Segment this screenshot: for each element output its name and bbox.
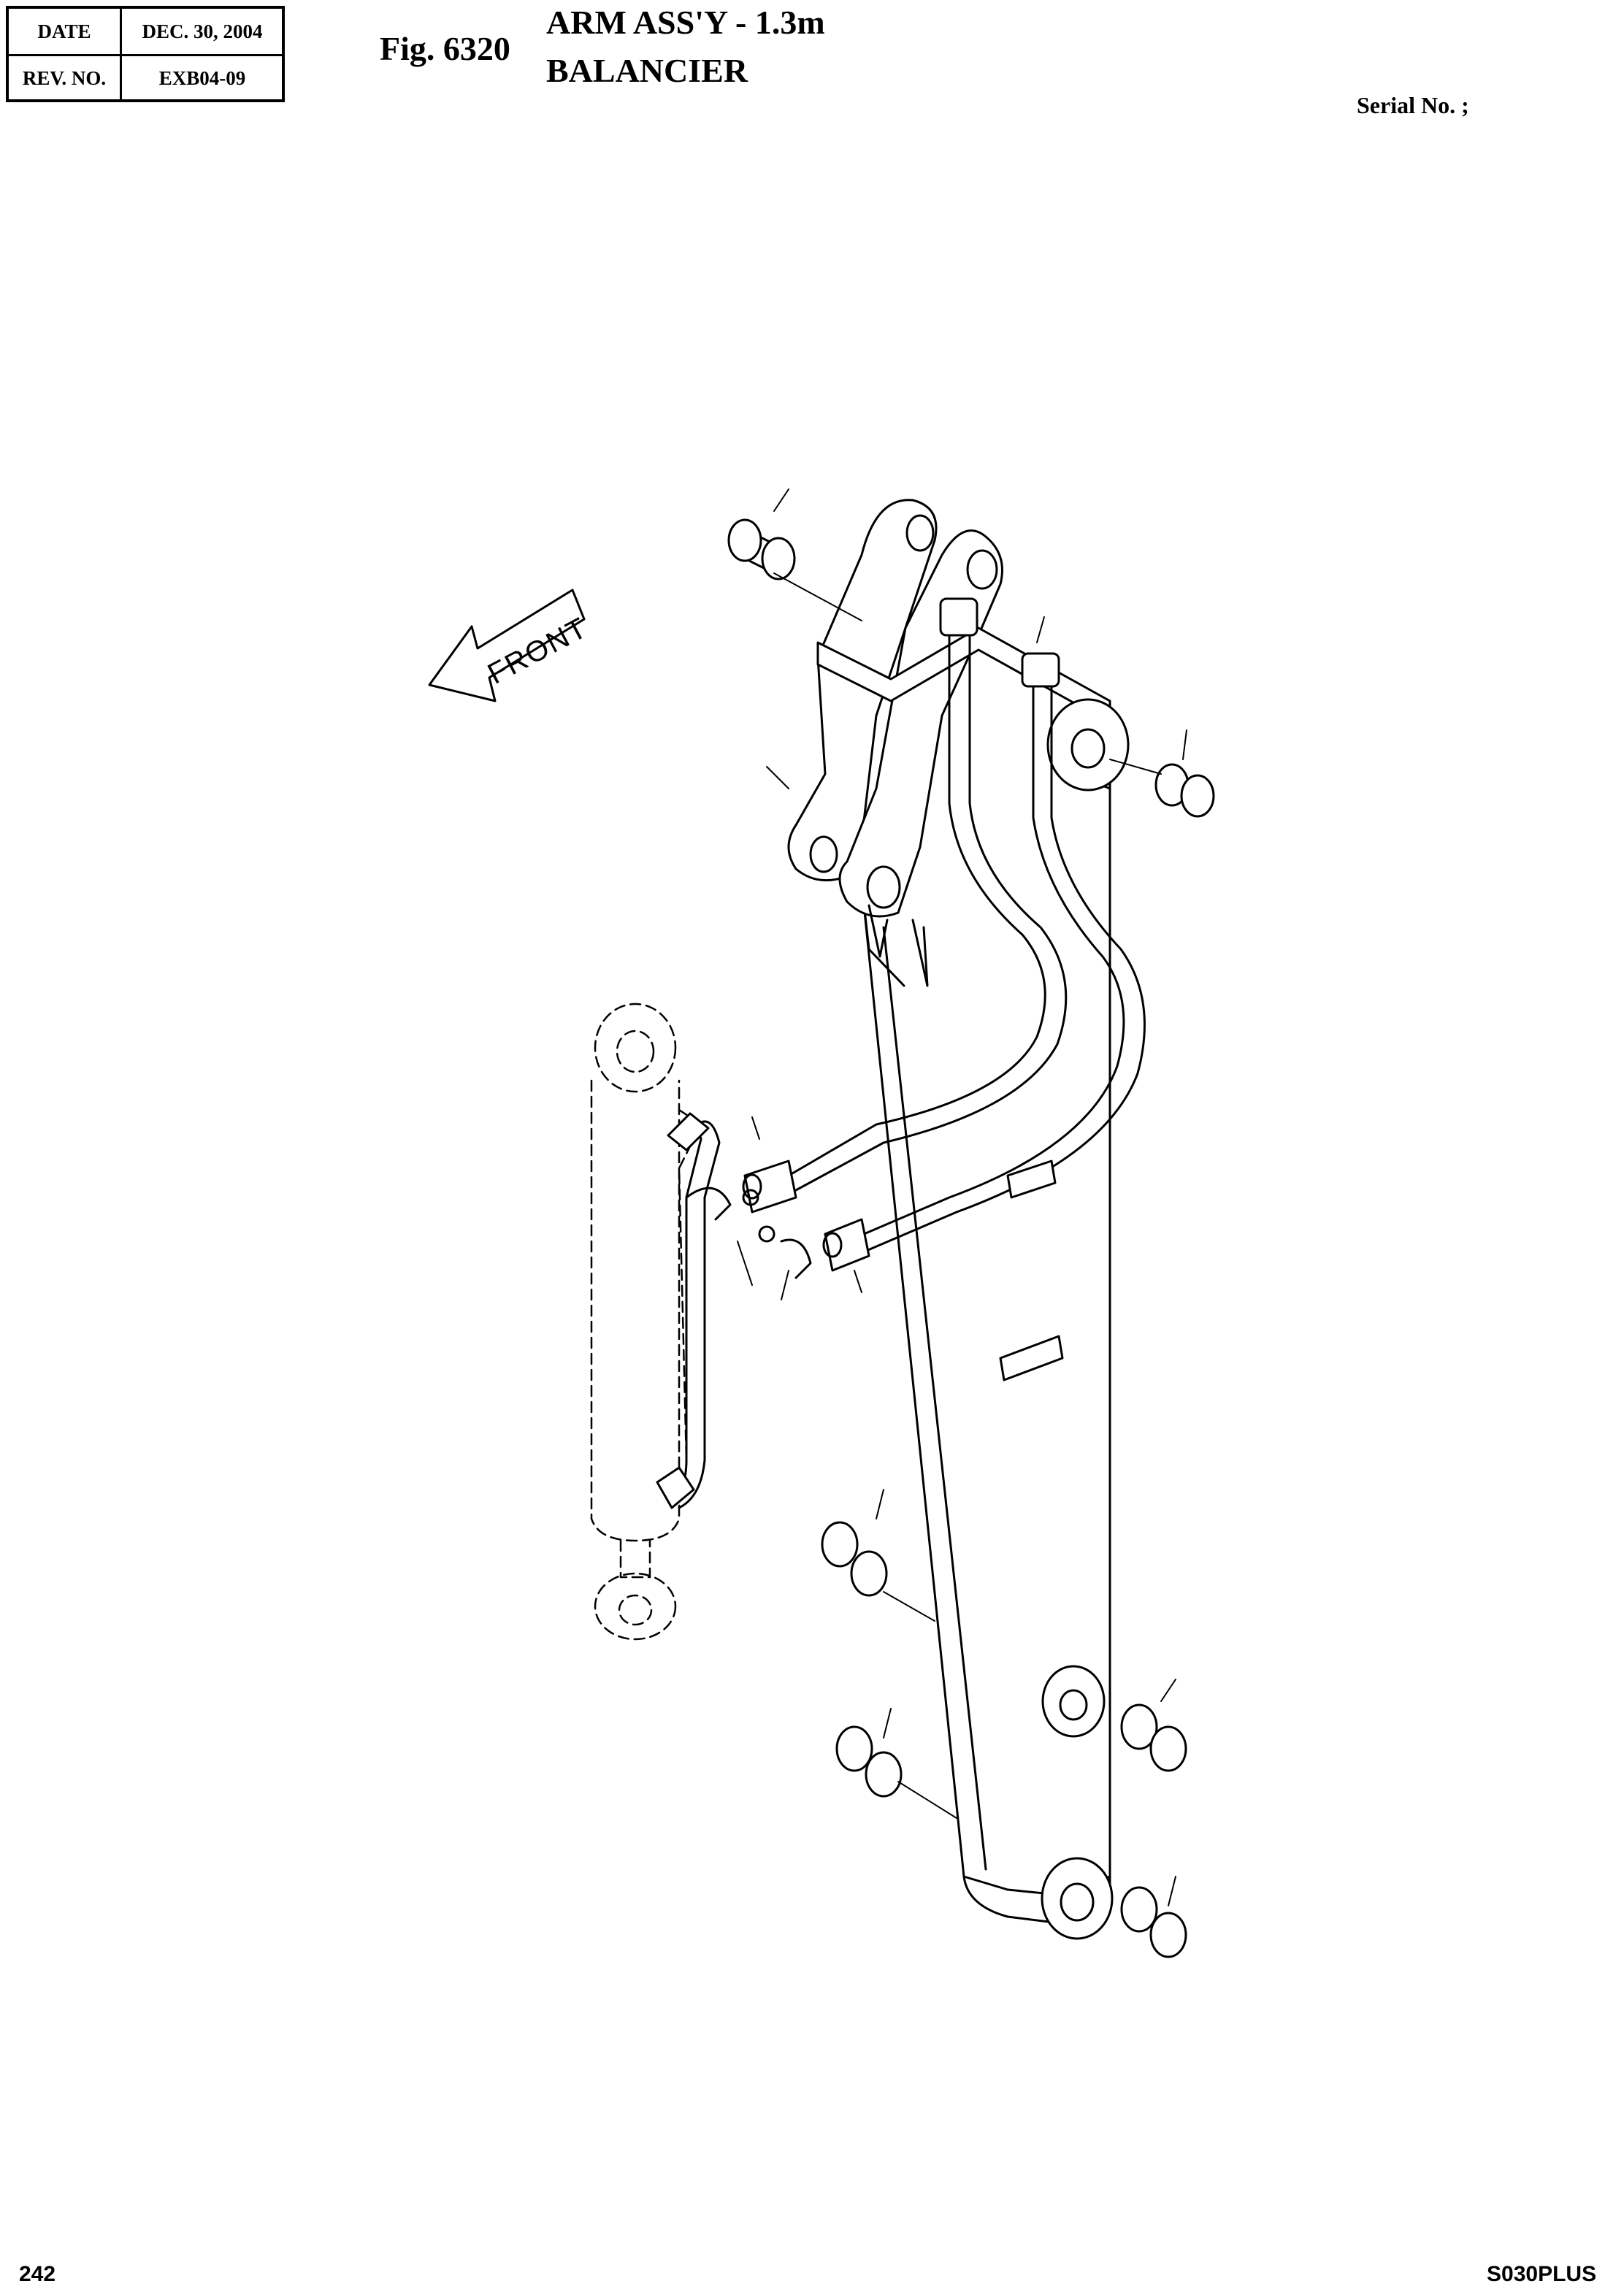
front-direction-arrow: FRONT [428,589,593,702]
arm-pivot-boss [1046,698,1130,792]
pin-right-low [1120,1886,1187,1958]
pin-bushings [727,518,1215,1958]
cylinder-pipe [656,1112,721,1509]
figure-number: Fig. 6320 [380,30,510,67]
page-number: 242 [19,2262,56,2286]
model-name: S030PLUS [1487,2262,1597,2286]
pin-right-mid [1120,1703,1187,1772]
arm-bosses [999,1160,1114,1940]
pin-left-low [835,1725,903,1798]
hydraulic-hoses [787,597,1146,1257]
table-divider-horizontal [9,54,282,56]
pin-top-left [727,518,796,580]
arm-cylinder-outline [590,1003,702,1641]
page-subtitle: BALANCIER [546,52,748,89]
hose-fittings [685,1160,870,1279]
date-value: DEC. 30, 2004 [142,20,263,42]
rev-label: REV. NO. [22,66,107,89]
date-label: DATE [37,20,91,42]
leader-lines [737,488,1187,1906]
serial-label: Serial No. ; [1357,92,1469,118]
pin-right-top [1154,763,1215,818]
arm-body [860,773,1111,1925]
pin-left-mid [821,1521,888,1597]
rev-value: EXB04-09 [158,66,246,89]
page-title: ARM ASS'Y - 1.3m [546,4,825,41]
header-info-table: DATE DEC. 30, 2004 REV. NO. EXB04-09 [6,6,285,102]
